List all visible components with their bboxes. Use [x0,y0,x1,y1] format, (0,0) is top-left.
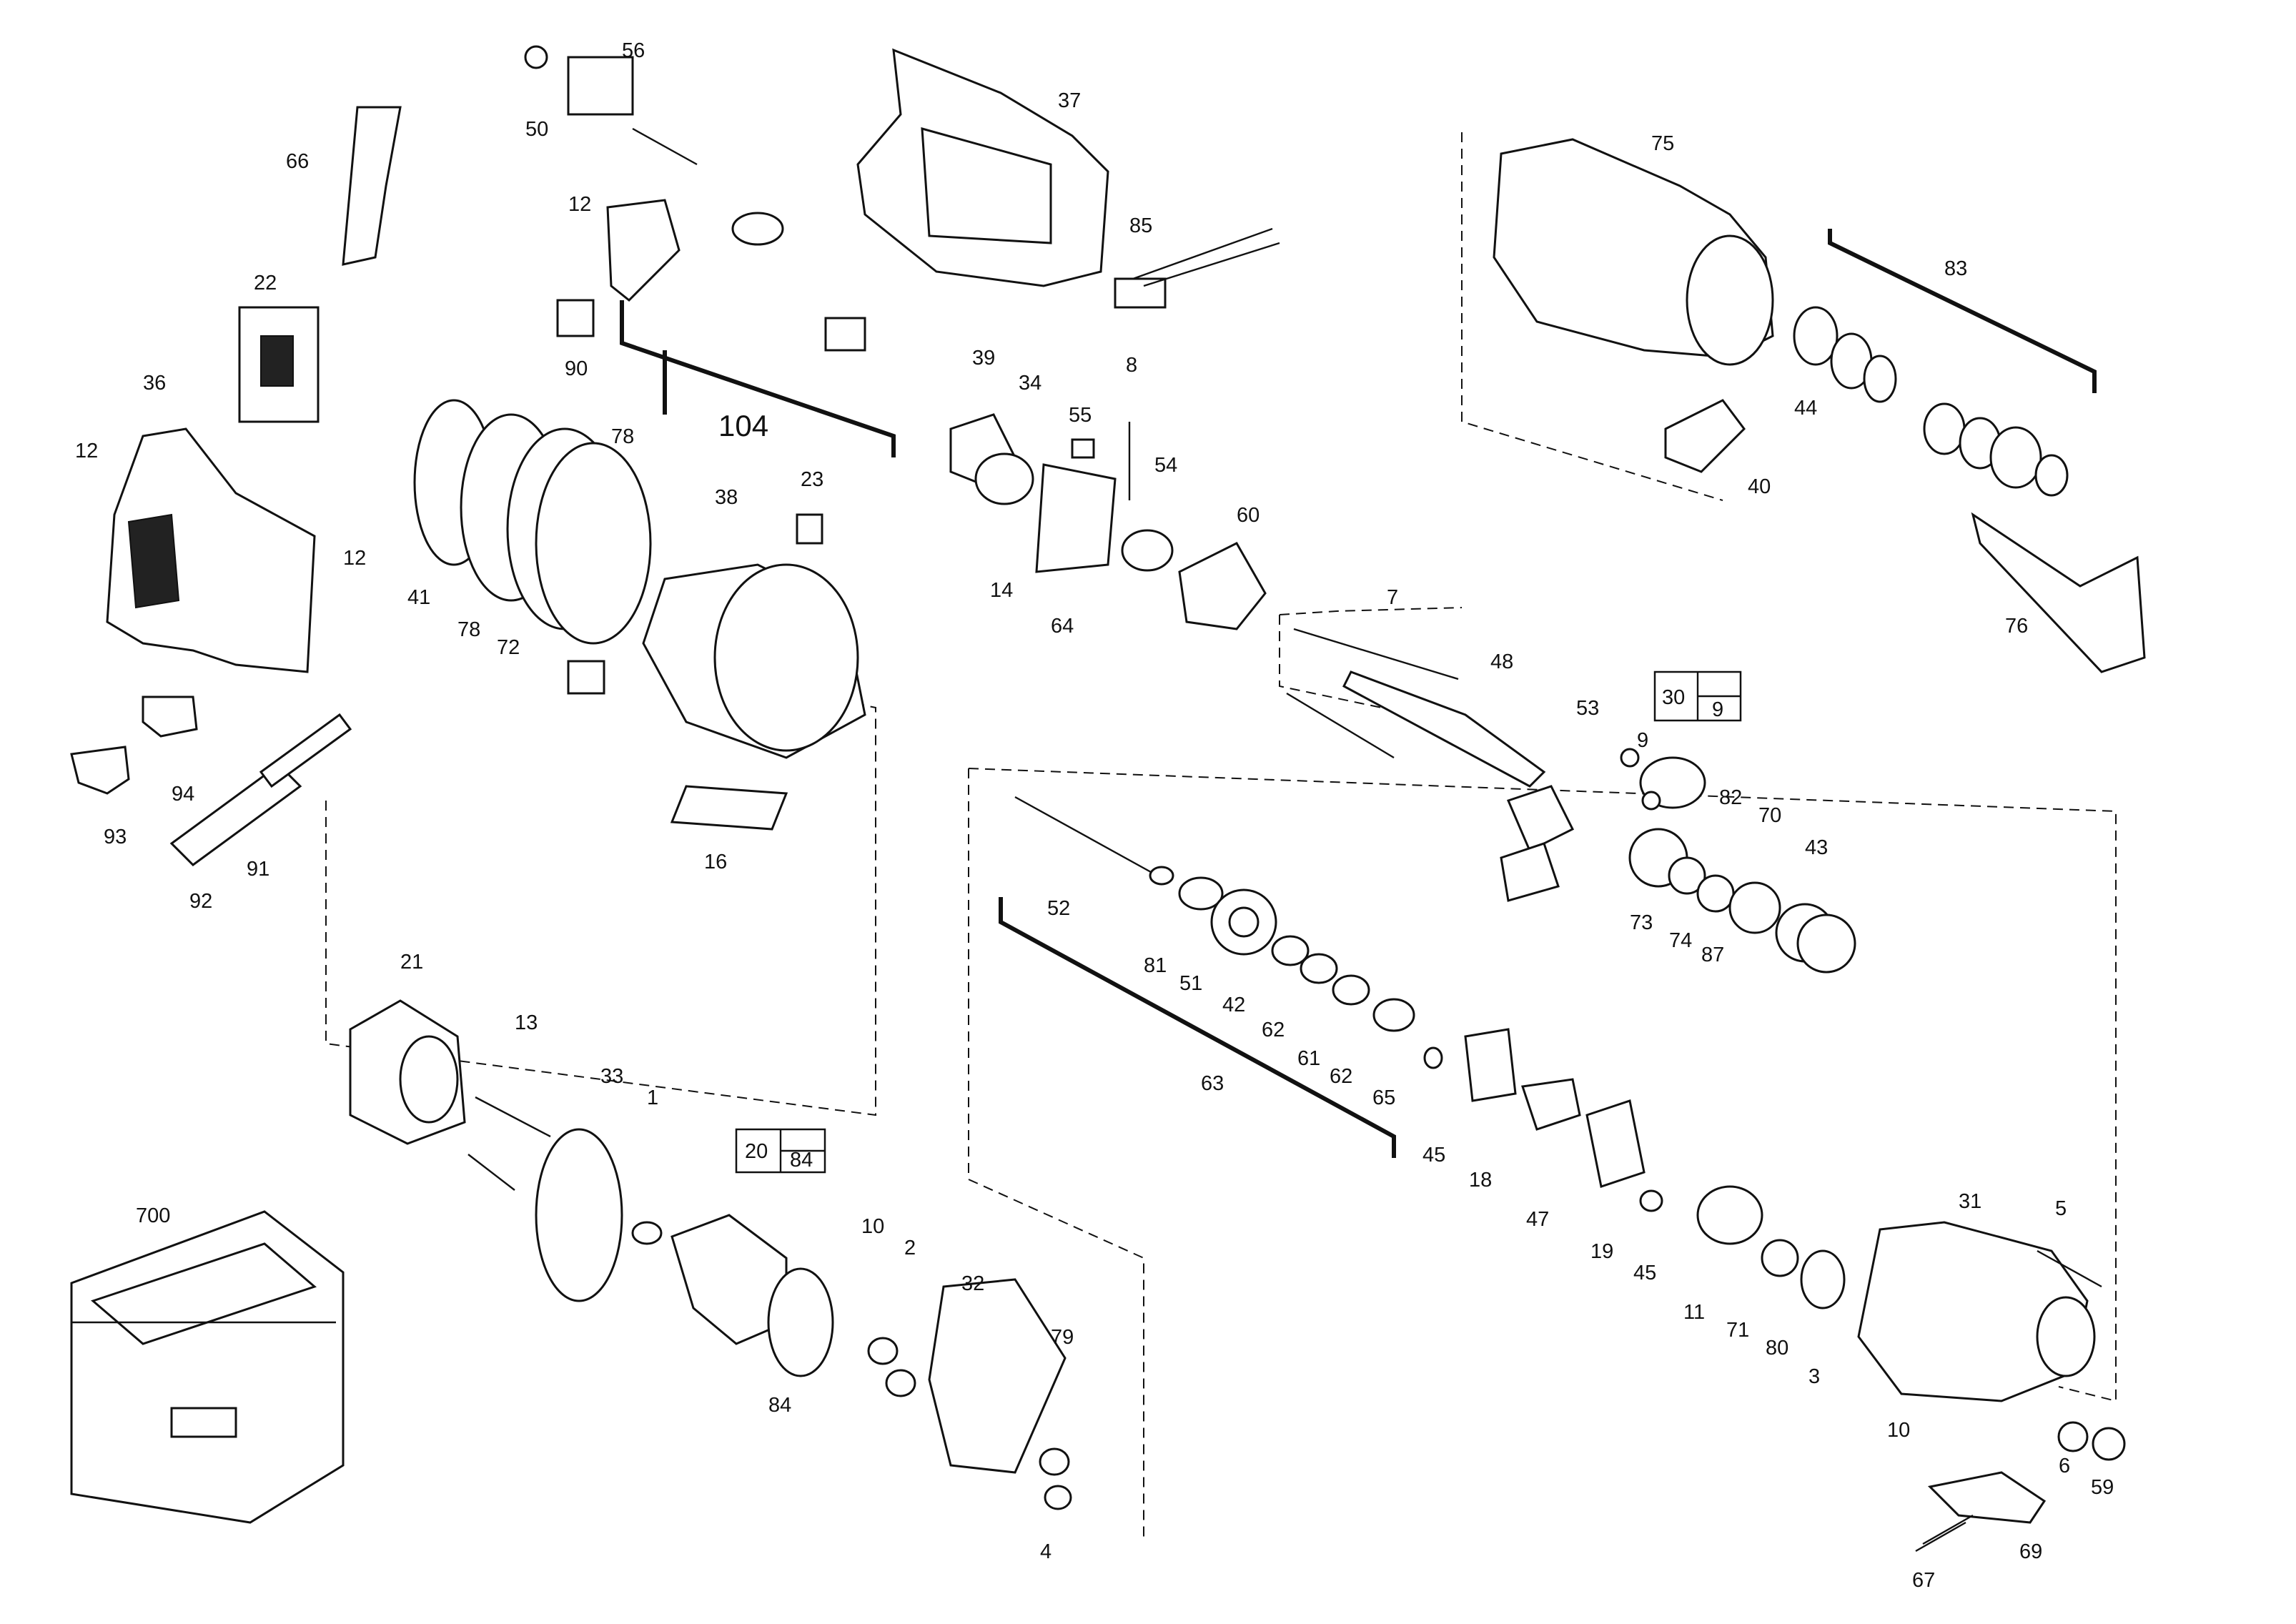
label-5: 5 [2055,1197,2067,1220]
label-69: 69 [2019,1540,2042,1563]
label-62-b: 62 [1330,1065,1352,1088]
label-50: 50 [525,118,548,141]
label-78-b: 78 [457,618,480,641]
label-22: 22 [254,272,277,294]
label-18: 18 [1469,1169,1492,1192]
label-66: 66 [286,150,309,173]
label-91: 91 [247,858,269,881]
label-82: 82 [1719,786,1742,809]
label-8: 8 [1126,354,1137,377]
label-78-a: 78 [611,425,634,448]
label-76: 76 [2005,615,2028,638]
motor-parts [349,999,1072,1510]
label-60: 60 [1237,504,1260,527]
label-51: 51 [1179,972,1202,995]
label-67: 67 [1912,1569,1935,1592]
label-19: 19 [1590,1240,1613,1263]
label-1: 1 [647,1086,658,1109]
label-72: 72 [497,636,520,659]
label-39: 39 [972,347,995,370]
label-43: 43 [1805,836,1828,859]
label-84: 84 [768,1394,791,1417]
label-63: 63 [1201,1072,1224,1095]
label-6: 6 [2059,1455,2070,1477]
label-41: 41 [407,586,430,609]
label-79: 79 [1051,1326,1074,1349]
upper-left-parts [70,45,1280,866]
label-73: 73 [1630,911,1653,934]
box-label-9: 9 [1712,698,1723,721]
box-label-30: 30 [1662,686,1685,709]
label-11: 11 [1683,1301,1705,1324]
label-83: 83 [1944,257,1967,280]
label-38: 38 [715,486,738,509]
group-brackets [620,229,2097,1158]
gear-parts [949,413,1856,1212]
boxed-label-30-9: 30 9 [1653,670,1742,722]
label-16: 16 [704,851,727,873]
label-23: 23 [801,468,823,491]
label-12-c: 12 [343,547,366,570]
label-700: 700 [136,1204,170,1227]
label-32: 32 [961,1272,984,1295]
label-93: 93 [104,826,127,848]
label-70: 70 [1758,804,1781,827]
label-71: 71 [1726,1319,1749,1342]
label-53: 53 [1576,697,1599,720]
label-9: 9 [1637,729,1648,752]
label-52: 52 [1047,897,1070,920]
label-31: 31 [1959,1190,1981,1213]
label-44: 44 [1794,397,1817,420]
label-47: 47 [1526,1208,1549,1231]
label-92: 92 [189,890,212,913]
front-parts [1493,138,2146,1553]
part-number-labels: 56 50 37 66 12 85 22 90 104 36 12 78 39 … [75,39,2114,1592]
label-74: 74 [1669,929,1692,952]
box-label-84: 84 [790,1149,813,1172]
label-90: 90 [565,357,588,380]
label-81: 81 [1144,954,1167,977]
label-14: 14 [990,579,1013,602]
label-87: 87 [1701,944,1724,966]
box-label-20: 20 [745,1140,768,1163]
label-59: 59 [2091,1476,2114,1499]
label-37: 37 [1058,89,1081,112]
label-2: 2 [904,1237,916,1259]
label-13: 13 [515,1011,538,1034]
label-45-b: 45 [1633,1262,1656,1284]
label-12-b: 12 [75,440,98,462]
label-7: 7 [1387,586,1398,609]
label-10-b: 10 [1887,1419,1910,1442]
label-64: 64 [1051,615,1074,638]
label-65: 65 [1372,1086,1395,1109]
label-54: 54 [1154,454,1177,477]
label-75: 75 [1651,132,1674,155]
label-12-a: 12 [568,193,591,216]
label-42: 42 [1222,994,1245,1016]
label-45-a: 45 [1422,1144,1445,1167]
label-34: 34 [1019,372,1041,395]
label-36: 36 [143,372,166,395]
label-55: 55 [1069,404,1092,427]
label-21: 21 [400,951,423,974]
label-3: 3 [1808,1365,1820,1388]
label-56: 56 [622,39,645,62]
label-104: 104 [718,409,768,442]
label-80: 80 [1766,1337,1788,1360]
label-48: 48 [1490,650,1513,673]
label-40: 40 [1748,475,1771,498]
label-33: 33 [600,1065,623,1088]
carry-case [70,1210,345,1524]
label-10-a: 10 [861,1215,884,1238]
label-61: 61 [1297,1047,1320,1070]
label-94: 94 [172,783,194,806]
label-62-a: 62 [1262,1019,1285,1041]
label-4: 4 [1040,1540,1051,1563]
label-85: 85 [1129,214,1152,237]
boxed-label-20-84: 20 84 [735,1128,826,1174]
